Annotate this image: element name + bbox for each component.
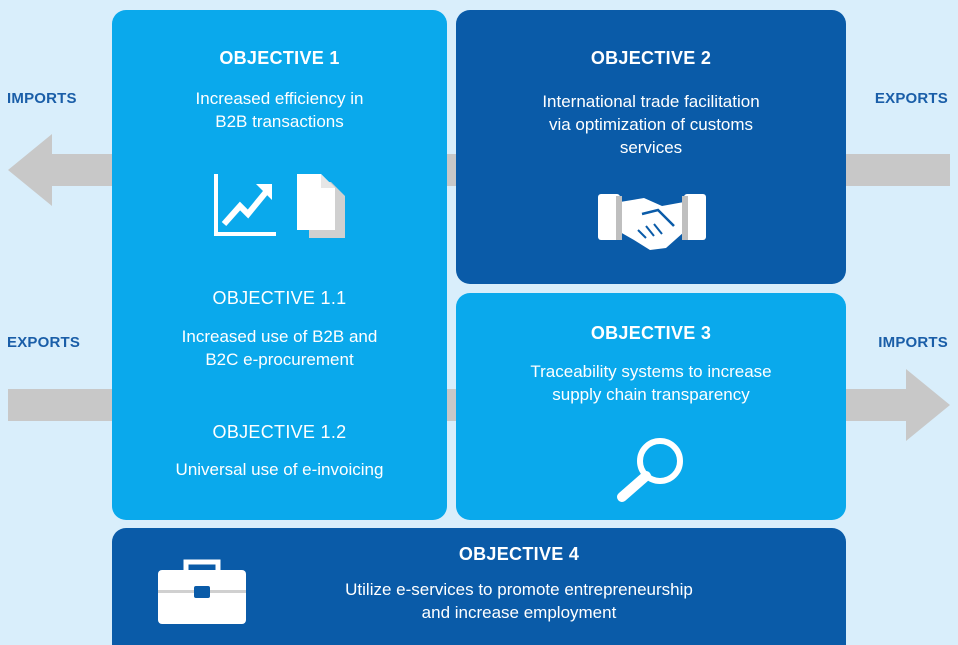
objective-1-2-title: OBJECTIVE 1.2 [212, 422, 347, 442]
objective-3-text-line2: supply chain transparency [552, 385, 750, 404]
objective-1-1-text-line1: Increased use of B2B and [181, 327, 378, 346]
imports-label-mid-right: IMPORTS [878, 334, 948, 351]
objective-1-title: OBJECTIVE 1 [219, 48, 340, 68]
objective-1-text: Increased efficiency in B2B transactions [112, 87, 447, 133]
objective-1-card: OBJECTIVE 1 Increased efficiency in B2B … [112, 10, 447, 520]
imports-label-top-left: IMPORTS [7, 90, 77, 107]
objective-1-text-line2: B2B transactions [215, 112, 344, 131]
objective-3-text-line1: Traceability systems to increase [530, 362, 772, 381]
objective-1-1-text-line2: B2C e-procurement [205, 350, 354, 369]
objective-4-title: OBJECTIVE 4 [458, 544, 580, 564]
handshake-icon [598, 194, 706, 250]
objective-4-card: OBJECTIVE 4 Utilize e-services to promot… [112, 528, 846, 645]
objective-1-2-text: Universal use of e-invoicing [175, 460, 384, 479]
objective-4-text-line1: Utilize e-services to promote entreprene… [345, 580, 693, 599]
objective-1-1-text: Increased use of B2B and B2C e-procureme… [112, 325, 447, 371]
objective-2-card: OBJECTIVE 2 International trade facilita… [456, 10, 846, 284]
objective-2-text-line2: via optimization of customs [548, 115, 754, 134]
objective-4-text: Utilize e-services to promote entreprene… [192, 578, 846, 624]
objective-2-title: OBJECTIVE 2 [590, 48, 712, 68]
briefcase-icon [158, 559, 246, 624]
objective-2-text: International trade facilitation via opt… [456, 90, 846, 159]
objective-1-text-line1: Increased efficiency in [195, 89, 364, 108]
exports-label-mid-left: EXPORTS [7, 334, 81, 351]
objective-3-card: OBJECTIVE 3 Traceability systems to incr… [456, 293, 846, 520]
objective-3-title: OBJECTIVE 3 [590, 323, 712, 343]
chart-growth-icon [214, 174, 276, 236]
objective-2-text-line1: International trade facilitation [542, 92, 760, 111]
objective-2-text-line3: services [619, 138, 683, 157]
objective-1-1-title: OBJECTIVE 1.1 [212, 288, 347, 308]
exports-label-top-right: EXPORTS [874, 90, 948, 107]
documents-icon [297, 174, 345, 238]
magnifier-icon [617, 438, 683, 502]
objective-4-text-line2: and increase employment [421, 603, 617, 622]
objective-3-text: Traceability systems to increase supply … [456, 360, 846, 406]
